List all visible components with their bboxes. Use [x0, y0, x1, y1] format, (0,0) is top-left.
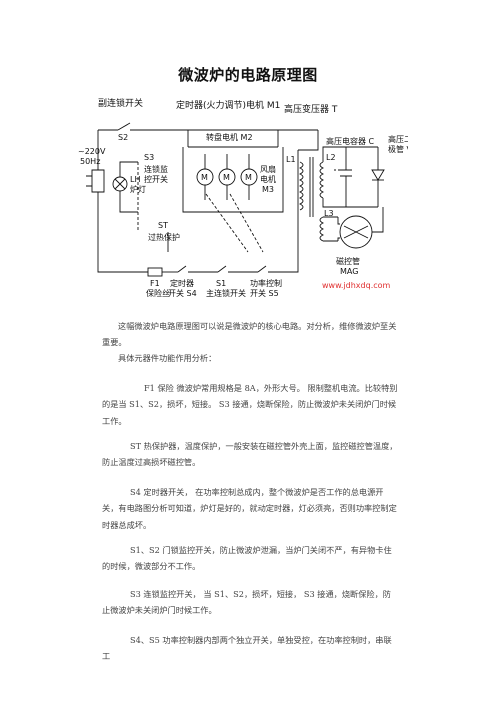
fuse-label: 保险丝 — [146, 288, 170, 298]
l3-label: L3 — [324, 209, 334, 218]
voltage-label: ~220V — [78, 147, 106, 156]
fan-label-2: 电机 — [260, 174, 276, 184]
fan-label-1: 风扇 — [260, 164, 276, 174]
st-label: ST — [158, 221, 168, 230]
document-title: 微波炉的电路原理图 — [178, 66, 318, 84]
paragraph-f1: F1 保险 微波炉常用规格是 8A，外形大号。 限制整机电流。比较特别的是当 S… — [102, 383, 398, 426]
l2-label: L2 — [326, 153, 336, 162]
timer-switch-label-2: 开关 S4 — [168, 288, 197, 298]
m3-label: M3 — [262, 185, 274, 194]
l1-label: L1 — [286, 155, 296, 164]
magnetron-label-2: MAG — [340, 267, 358, 276]
paragraph-s1-s2: S1、S2 门锁监控开关，防止微波炉泄漏，当炉门关闭不严，有异物卡住的时候，微波… — [102, 545, 392, 572]
transformer-label: 高压变压器 T — [284, 103, 338, 115]
power-control-label-2: 开关 S5 — [250, 288, 279, 298]
magnetron-label-1: 磁控管 — [336, 256, 360, 266]
st-desc: 过热保护 — [148, 232, 180, 242]
lh-label: LH — [130, 175, 140, 184]
frequency-label: 50Hz — [80, 157, 100, 166]
s3-desc-2: 控开关 — [144, 174, 168, 184]
m3-motor-symbol: M — [245, 173, 252, 182]
intro-paragraph: 这幅微波炉电路原理图可以说是微波炉的核心电路。对分析，维修微波炉至关重要。 — [102, 321, 397, 348]
timer-motor-label: 定时器(火力调节)电机 M1 — [176, 99, 280, 111]
power-control-label-1: 功率控制 — [250, 278, 282, 288]
door-switch-label: 副连锁开关 — [98, 97, 143, 109]
f1-label: F1 — [150, 279, 160, 288]
m1-motor-symbol: M — [201, 173, 208, 182]
lamp-label: 炉灯 — [130, 184, 146, 194]
main-lock-label: 主连锁开关 — [206, 288, 246, 298]
s3-label: S3 — [144, 153, 154, 162]
microwave-circuit-diagram: 副连锁开关 S2 ~220V 50Hz LH 炉灯 S3 连锁监 控开关 定时器… — [78, 97, 408, 298]
s3-desc-1: 连锁监 — [144, 164, 168, 174]
paragraph-st: ST 热保护器，温度保护，一般安装在磁控管外壳上面，监控磁控管温度，防止温度过高… — [102, 441, 398, 468]
section-heading: 具体元器件功能作用分析： — [118, 353, 217, 363]
diode-label-2: 极管 VD — [388, 144, 408, 154]
m2-motor-symbol: M — [223, 173, 230, 182]
s1-label: S1 — [216, 279, 226, 288]
timer-switch-label-1: 定时器 — [170, 278, 194, 288]
website-watermark: www.jdhxdq.com — [322, 281, 391, 290]
s2-label: S2 — [118, 133, 128, 142]
diode-label-1: 高压二 — [388, 134, 408, 144]
paragraph-s4: S4 定时器开关， 在功率控制总成内，整个微波炉是否工作的总电源开关，有电路图分… — [102, 487, 397, 530]
turntable-motor-label: 转盘电机 M2 — [206, 132, 253, 142]
paragraph-s3: S3 连锁监控开关， 当 S1、S2，损坏，短接， S3 接通，烧断保险，防止微… — [102, 589, 391, 616]
capacitor-label: 高压电容器 C — [326, 136, 375, 146]
paragraph-s4-s5: S4、S5 功率控制器内部两个独立开关，单独受控，在功率控制时，串联工 — [102, 635, 392, 662]
